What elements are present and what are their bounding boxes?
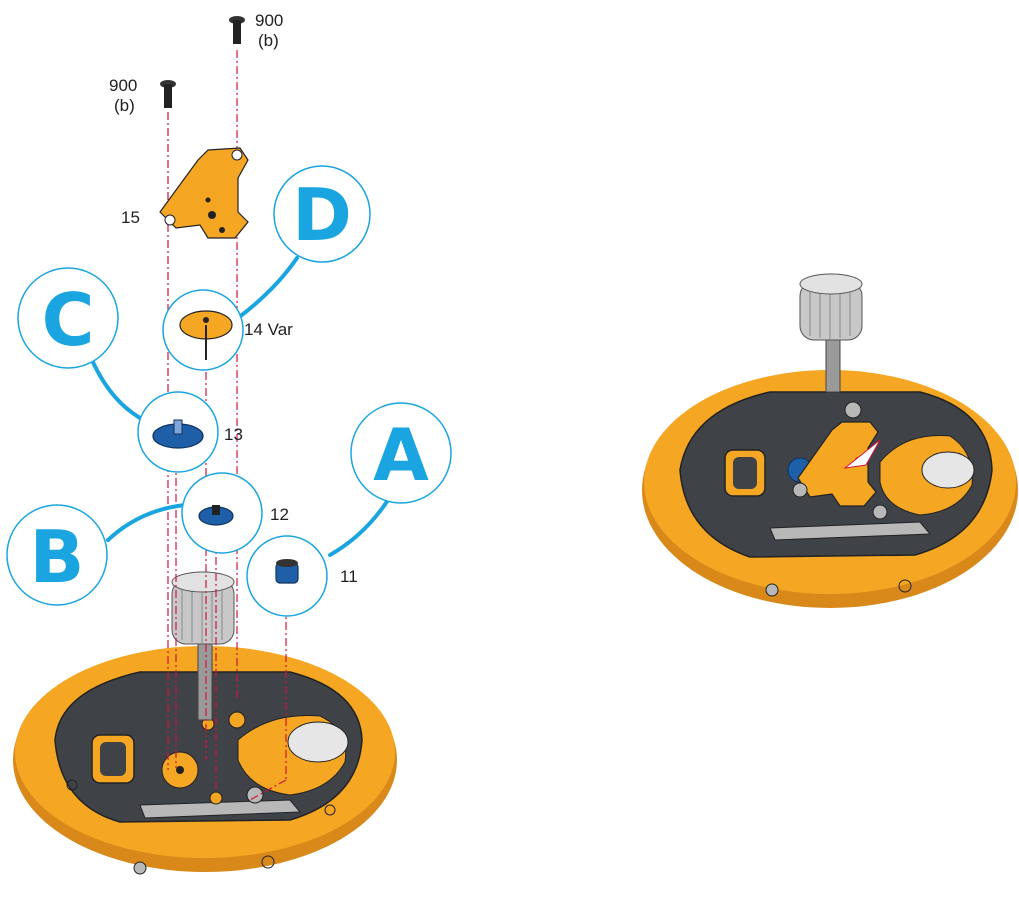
plate-slot-inner xyxy=(100,742,126,776)
winding-crown-icon xyxy=(171,571,235,645)
steel-lever xyxy=(139,799,302,819)
gear-wheel-icon xyxy=(152,419,204,449)
assembled-hole xyxy=(921,451,975,489)
assembled-jewel xyxy=(844,401,862,419)
plate-hole xyxy=(287,721,349,763)
gear-wheel-icon xyxy=(198,505,234,526)
screw-label-num: 900 xyxy=(109,76,137,95)
assembled-slot-inner xyxy=(733,457,757,489)
screw-icon xyxy=(160,80,176,108)
wheel-13-label: 13 xyxy=(224,425,243,444)
assembled-screw xyxy=(792,482,808,498)
wheel-14-label: 14 Var xyxy=(244,320,293,339)
assembled-bridge xyxy=(797,421,879,507)
assembled-pointer xyxy=(843,439,881,469)
callout-letter: B xyxy=(30,515,85,599)
callout-C: C xyxy=(17,267,119,369)
gear-wheel-icon xyxy=(179,310,233,360)
pinion-11-label: 11 xyxy=(340,567,358,586)
screw-label-sub: (b) xyxy=(114,96,135,115)
assembled-lever xyxy=(769,521,932,541)
mount-hole xyxy=(261,855,275,869)
mount-hole xyxy=(324,804,336,816)
callout-A: A xyxy=(350,402,452,504)
screw-label-num: 900 xyxy=(255,11,283,30)
part-highlight-circles xyxy=(137,289,328,617)
jewel-hole xyxy=(228,711,246,729)
mount-hole xyxy=(66,779,78,791)
callout-letter: C xyxy=(42,278,95,362)
wheel-12-label: 12 xyxy=(270,505,289,524)
callout-leaders xyxy=(90,256,390,557)
screw-label-sub: (b) xyxy=(258,31,279,50)
callout-B: B xyxy=(6,504,108,606)
balance-screw xyxy=(133,861,147,875)
callout-letter: A xyxy=(373,413,429,497)
assembled-mount-hole xyxy=(898,579,912,593)
left-movement xyxy=(13,571,397,875)
callout-D: D xyxy=(273,165,371,263)
screw-head xyxy=(246,786,264,804)
screw-icon xyxy=(229,16,245,44)
bridge-part-icon xyxy=(159,147,249,239)
jewel-hole xyxy=(209,791,223,805)
assembled-screw xyxy=(872,504,888,520)
installed-wheel-hub xyxy=(176,766,184,774)
watch-movement-icon xyxy=(642,273,1018,608)
pinion-part-icon xyxy=(275,559,299,584)
bridge-label: 15 xyxy=(121,208,140,227)
assembled-balance-screw xyxy=(765,583,779,597)
winding-crown-icon xyxy=(799,273,863,341)
callout-letter: D xyxy=(292,173,352,257)
